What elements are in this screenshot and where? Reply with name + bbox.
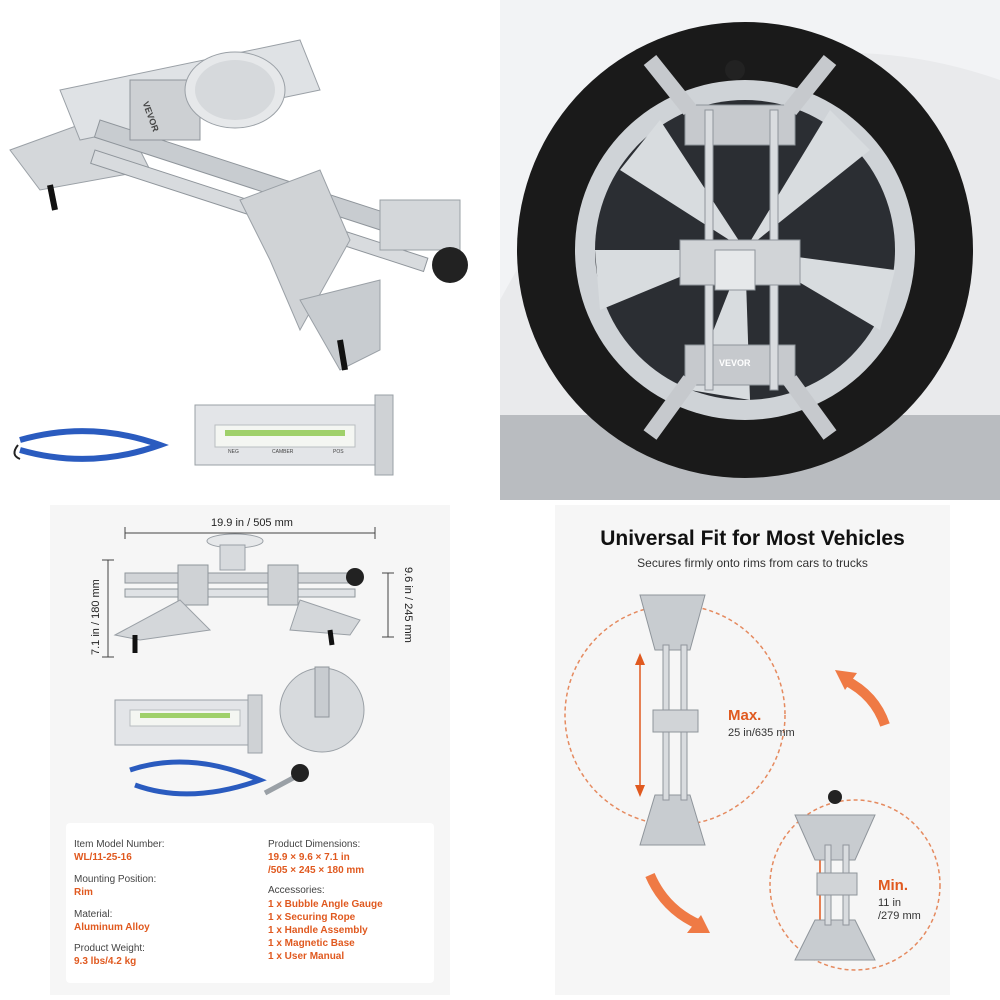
- material-value: Aluminum Alloy: [74, 922, 150, 933]
- fit-illustration: [564, 594, 941, 971]
- wheel-mount-photo-panel: VEVOR: [500, 0, 1000, 500]
- model-value: WL/11-25-16: [74, 852, 132, 863]
- accessories-label: Accessories:: [268, 885, 325, 896]
- weight-value: 9.3 lbs/4.2 kg: [74, 956, 137, 967]
- wheel-illustration: [500, 0, 1000, 500]
- universal-fit-panel: Universal Fit for Most Vehicles Secures …: [555, 505, 950, 995]
- brand-plate: VEVOR: [719, 358, 751, 368]
- accessory-item: 1 x Magnetic Base: [268, 938, 355, 949]
- min-label: Min.: [878, 877, 908, 894]
- min-value-in: 11 in: [878, 897, 902, 909]
- fit-title: Universal Fit for Most Vehicles: [600, 527, 905, 550]
- spec-card: Item Model Number: WL/11-25-16 Mounting …: [66, 823, 434, 983]
- gauge-camber-label: CAMBER: [272, 449, 294, 455]
- accessory-item: 1 x Bubble Angle Gauge: [268, 899, 383, 910]
- dimensions-specs-panel: 19.9 in / 505 mm 7.1 in / 180 mm 9.6 in …: [50, 505, 450, 995]
- max-label: Max.: [728, 707, 762, 724]
- wheel-clamp-illustration: [9, 39, 468, 476]
- dimensions-value-mm: /505 × 245 × 180 mm: [268, 865, 365, 876]
- mounting-value: Rim: [74, 887, 93, 898]
- accessory-item: 1 x Securing Rope: [268, 912, 356, 923]
- max-value: 25 in/635 mm: [728, 727, 795, 739]
- weight-label: Product Weight:: [74, 943, 145, 954]
- dim-height-label: 7.1 in / 180 mm: [90, 579, 102, 655]
- dimensions-label: Product Dimensions:: [268, 839, 361, 850]
- dimension-drawing: [102, 527, 394, 797]
- accessory-item: 1 x User Manual: [268, 951, 345, 962]
- dimensions-value-in: 19.9 × 9.6 × 7.1 in: [268, 852, 350, 863]
- material-label: Material:: [74, 909, 113, 920]
- mounting-label: Mounting Position:: [74, 874, 157, 885]
- min-value-mm: /279 mm: [878, 910, 921, 922]
- gauge-neg-label: NEG: [228, 449, 239, 455]
- accessory-item: 1 x Handle Assembly: [268, 925, 368, 936]
- fit-subtitle: Secures firmly onto rims from cars to tr…: [637, 556, 868, 570]
- dim-width-label: 19.9 in / 505 mm: [211, 517, 293, 529]
- gauge-pos-label: POS: [333, 449, 344, 455]
- product-photo-panel: VEVOR NEG CAMBER POS: [0, 0, 500, 500]
- dim-depth-label: 9.6 in / 245 mm: [402, 567, 414, 643]
- model-label: Item Model Number:: [74, 839, 165, 850]
